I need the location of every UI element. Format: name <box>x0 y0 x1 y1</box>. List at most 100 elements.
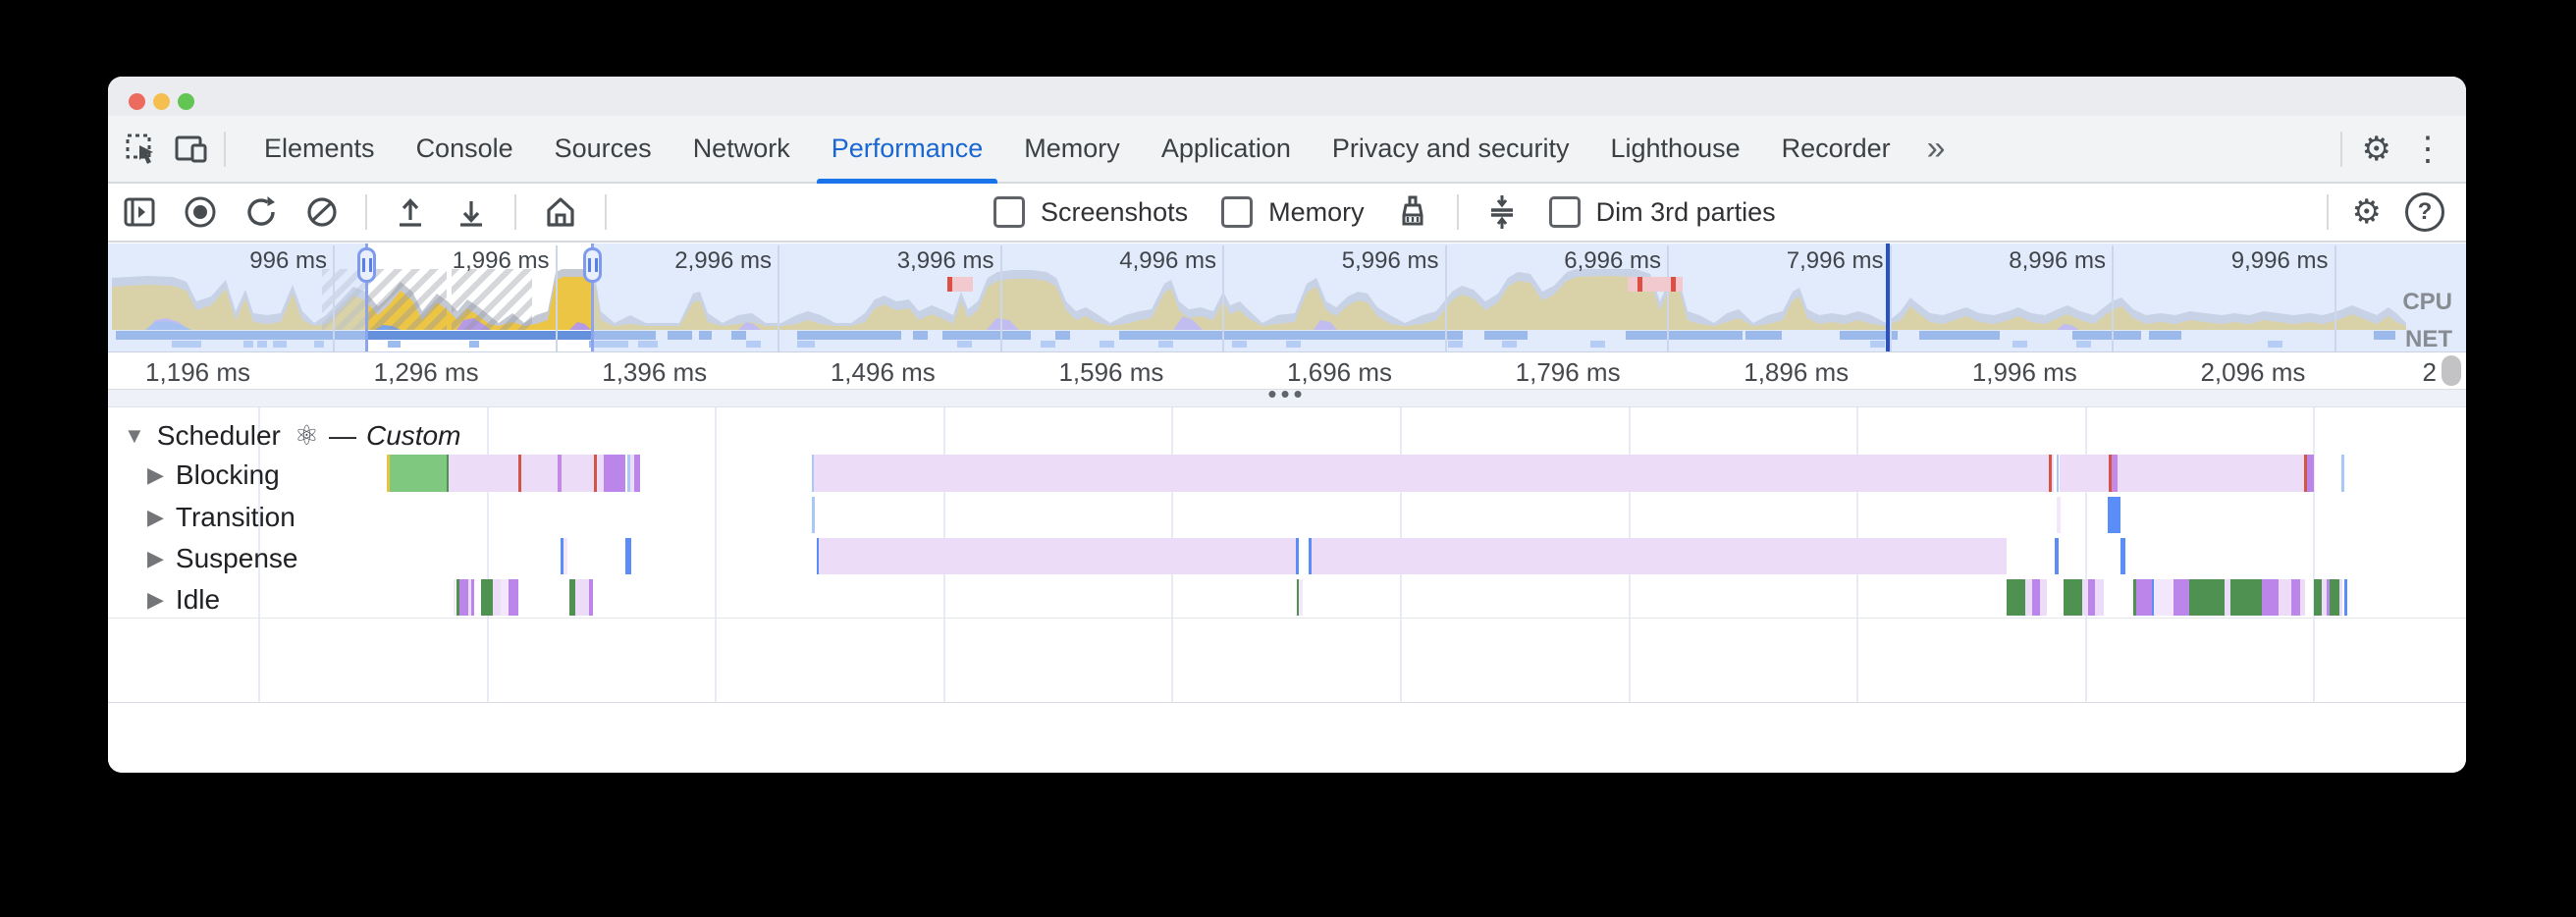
flame-segment[interactable] <box>387 455 390 492</box>
flame-segment[interactable] <box>569 579 575 616</box>
flame-segment[interactable] <box>468 579 471 616</box>
flame-segment[interactable] <box>471 579 474 616</box>
flame-segment[interactable] <box>597 455 604 492</box>
tab-sources[interactable]: Sources <box>554 134 652 163</box>
flame-segment[interactable] <box>518 455 521 492</box>
flame-segment[interactable] <box>2330 579 2339 616</box>
expand-triangle-icon[interactable]: ▶ <box>147 545 164 570</box>
gear-icon[interactable]: ⚙ <box>2351 193 2382 231</box>
flame-segment[interactable] <box>589 579 593 616</box>
shrink-rows-icon[interactable] <box>1484 192 1520 232</box>
flame-segment[interactable] <box>2082 579 2088 616</box>
flame-segment[interactable] <box>817 538 819 574</box>
flame-segment[interactable] <box>819 538 1296 574</box>
flame-segment[interactable] <box>558 455 562 492</box>
flame-segment[interactable] <box>1312 538 2007 574</box>
flame-segment[interactable] <box>481 579 493 616</box>
flame-segment[interactable] <box>1296 538 1299 574</box>
home-icon[interactable] <box>542 193 579 231</box>
flame-segment[interactable] <box>454 579 456 616</box>
flame-segment[interactable] <box>449 455 518 492</box>
track-group-scheduler[interactable]: ▼Scheduler⚛—Custom <box>124 419 460 452</box>
track-row-suspense[interactable]: ▶Suspense <box>147 540 297 576</box>
flame-segment[interactable] <box>2133 579 2136 616</box>
tab-lighthouse[interactable]: Lighthouse <box>1610 134 1741 163</box>
zoom-button[interactable] <box>178 93 194 110</box>
flame-segment[interactable] <box>2262 579 2279 616</box>
download-icon[interactable] <box>454 194 489 230</box>
flame-segment[interactable] <box>2304 455 2307 492</box>
collapse-triangle-icon[interactable]: ▼ <box>124 422 145 448</box>
flame-segment[interactable] <box>1297 579 1299 616</box>
flame-segment[interactable] <box>2136 579 2152 616</box>
expand-triangle-icon[interactable]: ▶ <box>147 504 164 529</box>
flame-segment[interactable] <box>2112 455 2118 492</box>
flame-segment[interactable] <box>812 497 815 533</box>
flame-segment[interactable] <box>2327 579 2330 616</box>
tab-network[interactable]: Network <box>692 134 790 163</box>
flame-segment[interactable] <box>2341 455 2344 492</box>
track-row-idle[interactable]: ▶Idle <box>147 581 220 618</box>
tab-memory[interactable]: Memory <box>1024 134 1120 163</box>
horizontal-scrollbar-thumb[interactable] <box>2442 355 2461 386</box>
inspect-icon[interactable] <box>124 132 159 167</box>
titlebar[interactable] <box>108 77 2466 116</box>
tab-recorder[interactable]: Recorder <box>1781 134 1891 163</box>
flame-segment[interactable] <box>2291 579 2300 616</box>
flame-segment[interactable] <box>2057 455 2059 492</box>
clear-icon[interactable] <box>304 194 340 230</box>
flame-segment[interactable] <box>2322 579 2327 616</box>
flame-segment[interactable] <box>1299 579 1303 616</box>
flame-segment[interactable] <box>2032 579 2040 616</box>
flame-segment[interactable] <box>634 455 640 492</box>
flame-segment[interactable] <box>390 455 447 492</box>
flame-segment[interactable] <box>447 455 449 492</box>
flame-segment[interactable] <box>459 579 468 616</box>
record-icon[interactable] <box>183 194 218 230</box>
selection-handle-right[interactable] <box>583 247 602 283</box>
flame-segment[interactable] <box>625 538 631 574</box>
flame-segment[interactable] <box>604 455 625 492</box>
flame-segment[interactable] <box>2049 455 2052 492</box>
flame-segment[interactable] <box>2060 455 2109 492</box>
show-sidebar-icon[interactable] <box>122 194 157 230</box>
device-toolbar-icon[interactable] <box>173 132 210 167</box>
memory-checkbox[interactable]: Memory <box>1221 196 1365 228</box>
collect-garbage-icon[interactable] <box>1394 193 1431 231</box>
flame-segment[interactable] <box>2189 579 2225 616</box>
checkbox-box[interactable] <box>1548 196 1581 228</box>
flame-segment[interactable] <box>564 538 567 574</box>
track-row-blocking[interactable]: ▶Blocking <box>147 457 280 494</box>
help-icon[interactable]: ? <box>2405 192 2444 232</box>
flame-segment[interactable] <box>2225 579 2230 616</box>
flame-segment[interactable] <box>594 455 597 492</box>
flame-segment[interactable] <box>2109 455 2112 492</box>
tab-application[interactable]: Application <box>1160 134 1291 163</box>
more-tabs-button[interactable]: » <box>1926 130 1946 167</box>
flame-segment[interactable] <box>814 455 2049 492</box>
track-row-transition[interactable]: ▶Transition <box>147 499 295 535</box>
selection-handle-left[interactable] <box>357 247 376 283</box>
flame-chart[interactable]: ▼Scheduler⚛—Custom ▶Blocking ▶Transition ▶S… <box>108 407 2466 702</box>
flame-segment[interactable] <box>812 455 814 492</box>
flame-segment[interactable] <box>575 579 589 616</box>
upload-icon[interactable] <box>393 194 428 230</box>
flame-segment[interactable] <box>2095 579 2104 616</box>
flame-segment[interactable] <box>1309 538 1312 574</box>
close-button[interactable] <box>129 93 145 110</box>
tab-privacy-and-security[interactable]: Privacy and security <box>1331 134 1570 163</box>
flame-segment[interactable] <box>501 579 509 616</box>
flame-segment[interactable] <box>2052 455 2054 492</box>
screenshots-checkbox[interactable]: Screenshots <box>993 196 1188 228</box>
overview-playhead[interactable] <box>1886 243 1890 351</box>
flame-segment[interactable] <box>2300 579 2305 616</box>
flame-segment[interactable] <box>2108 497 2120 533</box>
flame-segment[interactable] <box>2344 579 2347 616</box>
flame-segment[interactable] <box>521 455 558 492</box>
flame-segment[interactable] <box>2154 579 2174 616</box>
flame-segment[interactable] <box>2314 579 2322 616</box>
flame-segment[interactable] <box>2279 579 2291 616</box>
tab-performance[interactable]: Performance <box>811 116 1004 184</box>
tab-elements[interactable]: Elements <box>264 134 375 163</box>
